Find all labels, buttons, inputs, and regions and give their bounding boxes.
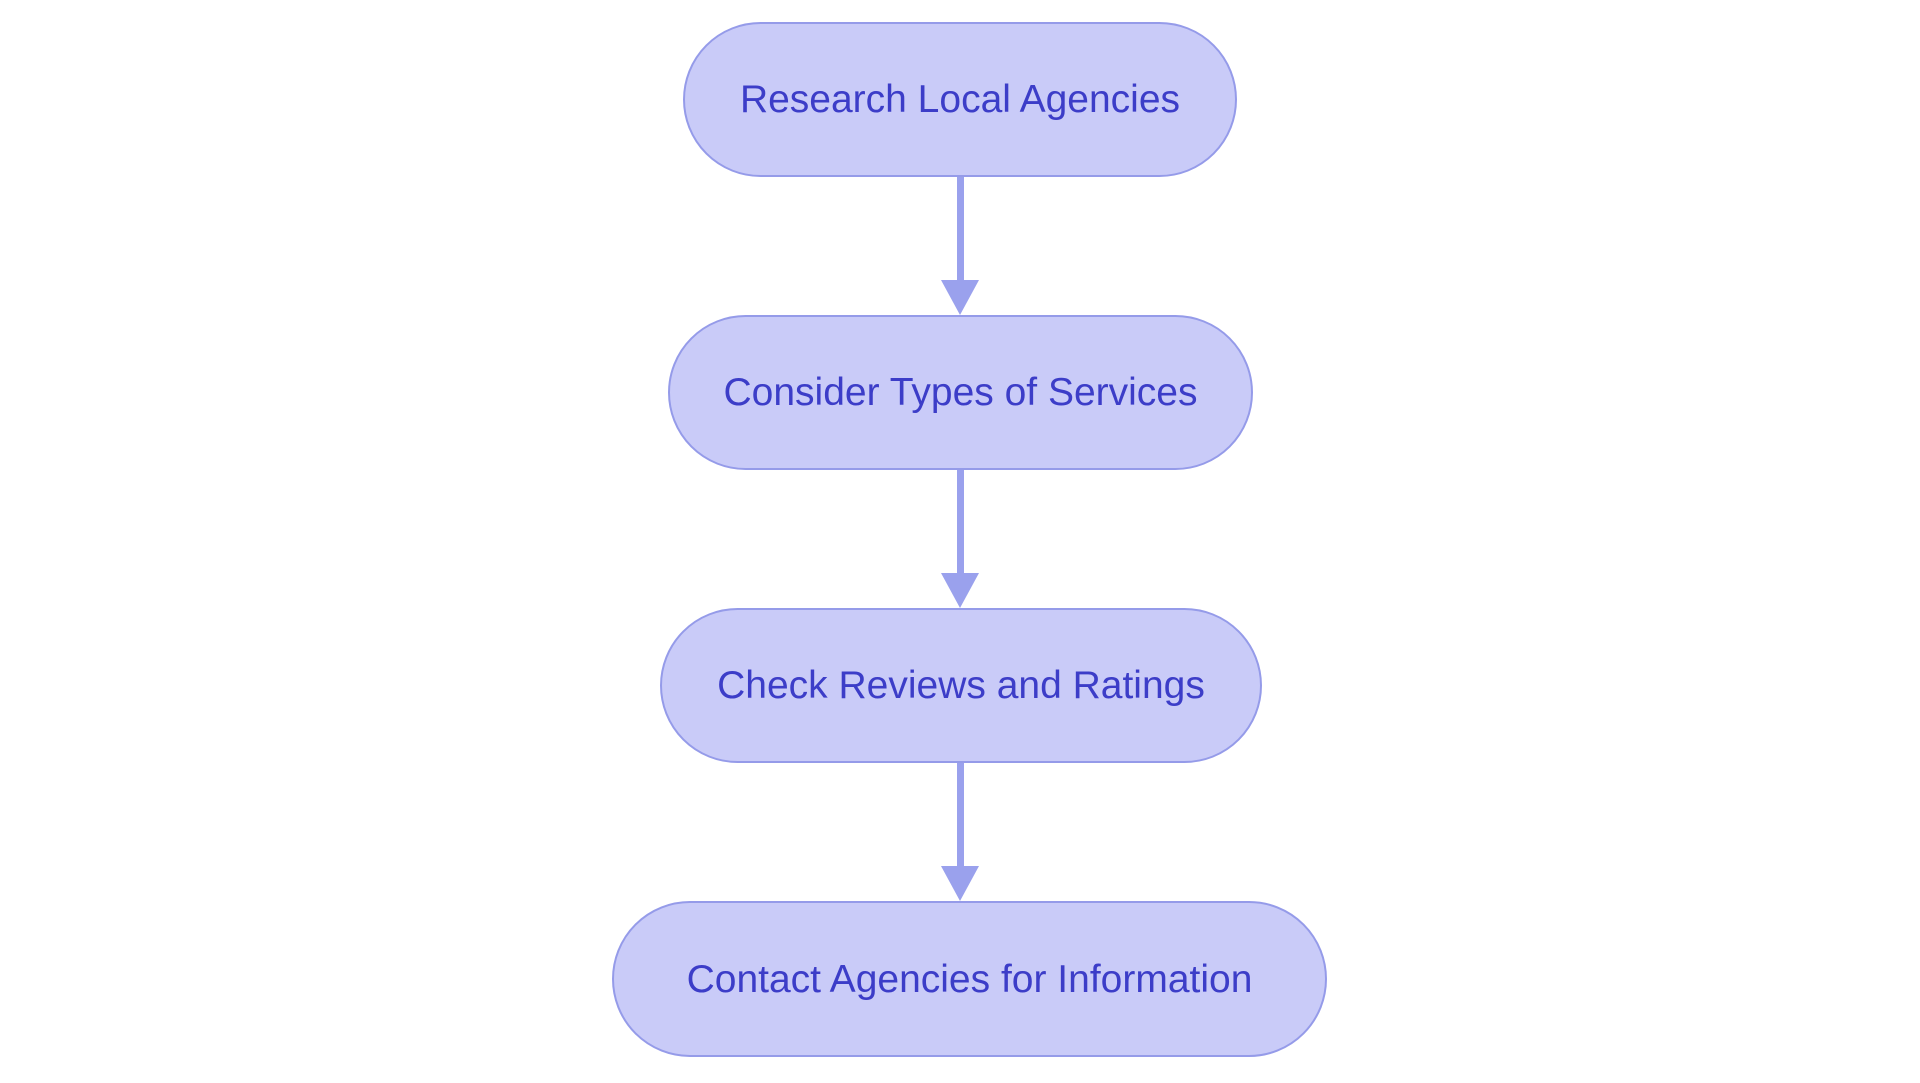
arrow-down-icon	[941, 763, 979, 901]
node-label: Contact Agencies for Information	[686, 957, 1253, 1001]
arrow-head	[941, 573, 979, 608]
arrow-line	[956, 763, 964, 866]
flowchart-node-contact-agencies-for-information: Contact Agencies for Information	[612, 901, 1327, 1057]
node-label: Research Local Agencies	[739, 78, 1181, 121]
arrow-down-icon	[941, 177, 979, 315]
arrow-down-icon	[941, 470, 979, 608]
arrow-line	[956, 470, 964, 573]
flowchart-node-research-local-agencies: Research Local Agencies	[683, 22, 1237, 177]
flowchart-node-check-reviews-and-ratings: Check Reviews and Ratings	[660, 608, 1262, 763]
arrow-head	[941, 280, 979, 315]
arrow-line	[956, 177, 964, 280]
flowchart-node-consider-types-of-services: Consider Types of Services	[668, 315, 1253, 470]
node-label: Consider Types of Services	[723, 371, 1198, 414]
node-label: Check Reviews and Ratings	[717, 664, 1205, 707]
arrow-head	[941, 866, 979, 901]
